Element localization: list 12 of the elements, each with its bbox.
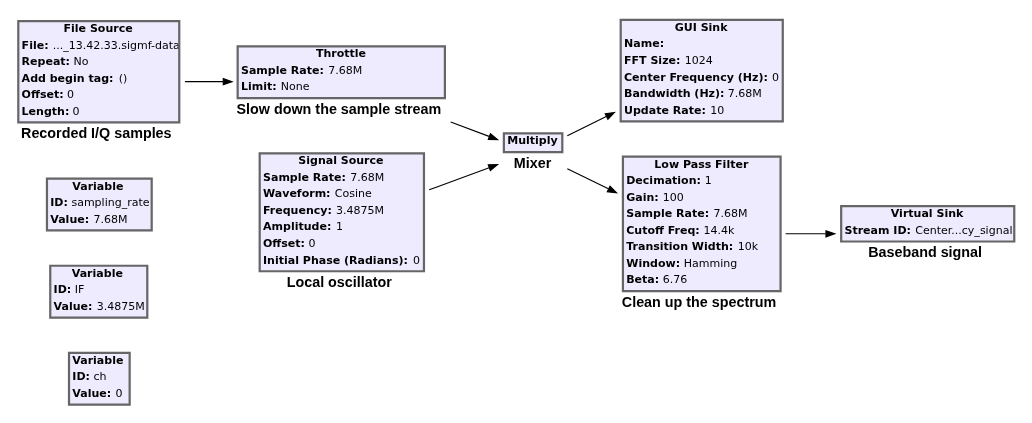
node-label: Mixer [513,154,552,171]
node-label: Clean up the spectrum [621,293,777,310]
arrow [566,111,616,136]
node-label: Local oscillator [286,273,392,290]
arrow [566,167,619,194]
arrow [428,163,500,190]
arrow [450,121,500,140]
arrow [785,229,837,238]
node-label: Baseband signal [868,243,983,260]
node-label: Recorded I/Q samples [21,124,172,141]
arrow [184,77,234,85]
node-label: Slow down the sample stream [236,100,442,117]
